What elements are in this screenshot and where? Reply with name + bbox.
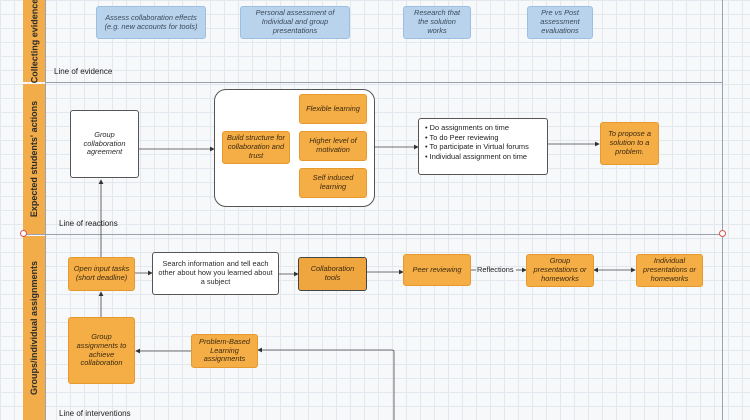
- line-of-reactions: [23, 234, 723, 235]
- node-flexible-learning[interactable]: Flexible learning: [299, 94, 367, 124]
- label-reflections: Reflections: [477, 265, 514, 274]
- lane-border-left: [45, 0, 46, 420]
- action-item: To participate in Virtual forums: [425, 142, 541, 152]
- line-of-evidence-label: Line of evidence: [54, 67, 113, 76]
- lane-strip-evidence: [23, 0, 45, 82]
- node-open-input-tasks[interactable]: Open input tasks (short deadline): [68, 257, 135, 291]
- lane-label-actions: Expected students' actions: [29, 100, 40, 218]
- node-group-presentations[interactable]: Group presentations or homeworks: [526, 254, 594, 287]
- node-pre-post-assessment[interactable]: Pre vs Post assessment evaluations: [527, 6, 593, 39]
- node-propose-solution[interactable]: To propose a solution to a problem.: [600, 122, 659, 165]
- node-group-agreement[interactable]: Group collaboration agreement: [70, 110, 139, 178]
- selection-handle-right[interactable]: [719, 230, 726, 237]
- action-item: Individual assignment on time: [425, 152, 541, 162]
- node-peer-reviewing[interactable]: Peer reviewing: [403, 254, 471, 286]
- node-problem-based-learning[interactable]: Problem-Based Learning assignments: [191, 334, 258, 368]
- line-of-interventions-label: Line of interventions: [59, 409, 131, 418]
- line-of-reactions-label: Line of reactions: [59, 219, 118, 228]
- node-self-induced[interactable]: Self induced learning: [299, 168, 367, 198]
- node-personal-assessment[interactable]: Personal assessment of Individual and gr…: [240, 6, 350, 39]
- node-group-assignments[interactable]: Group assignments to achieve collaborati…: [68, 317, 135, 384]
- selection-handle-left[interactable]: [20, 230, 27, 237]
- node-collaboration-tools[interactable]: Collaboration tools: [298, 257, 367, 291]
- node-build-structure[interactable]: Build structure for collaboration and tr…: [222, 131, 290, 164]
- line-of-evidence: [45, 82, 723, 83]
- lane-strip-actions: [23, 84, 45, 234]
- action-item: Do assignments on time: [425, 123, 541, 133]
- lane-label-assignments: Groups/individual assignments: [29, 260, 39, 396]
- lane-label-evidence: Collecting evidence: [29, 0, 39, 84]
- lane-border-right: [722, 0, 723, 420]
- node-individual-presentations[interactable]: Individual presentations or homeworks: [636, 254, 703, 287]
- action-item: To do Peer reviewing: [425, 133, 541, 143]
- node-higher-motivation[interactable]: Higher level of motivation: [299, 131, 367, 161]
- node-assess-collaboration[interactable]: Assess collaboration effects (e.g. new a…: [96, 6, 206, 39]
- node-student-actions-list[interactable]: Do assignments on time To do Peer review…: [418, 118, 548, 175]
- node-research-solution[interactable]: Research that the solution works: [403, 6, 471, 39]
- node-search-information[interactable]: Search information and tell each other a…: [152, 252, 279, 295]
- lane-strip-assignments: [23, 236, 45, 420]
